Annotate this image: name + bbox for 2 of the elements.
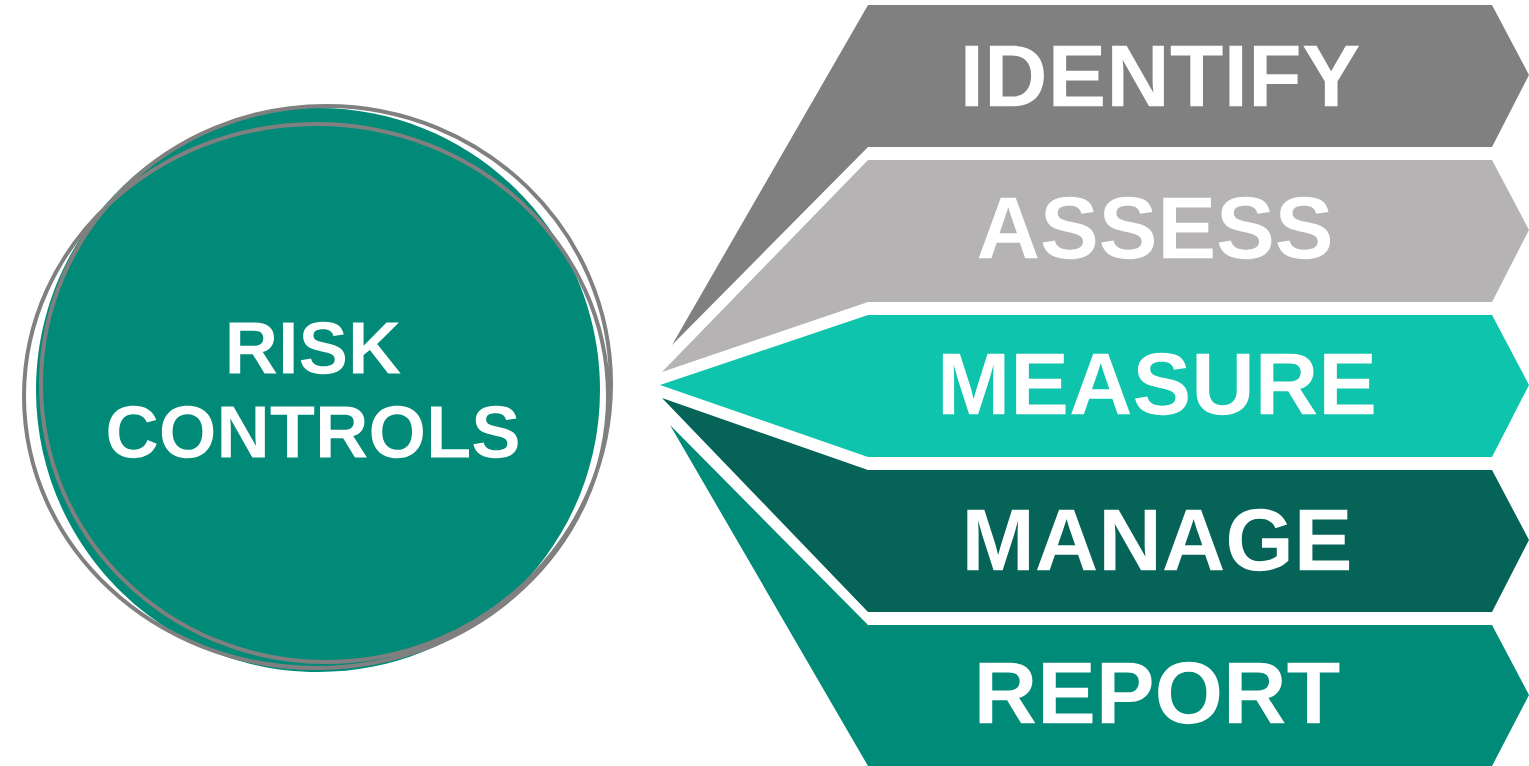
chevron-band: MEASURE xyxy=(660,315,1529,457)
circle-badge: RISK CONTROLS xyxy=(36,108,600,672)
